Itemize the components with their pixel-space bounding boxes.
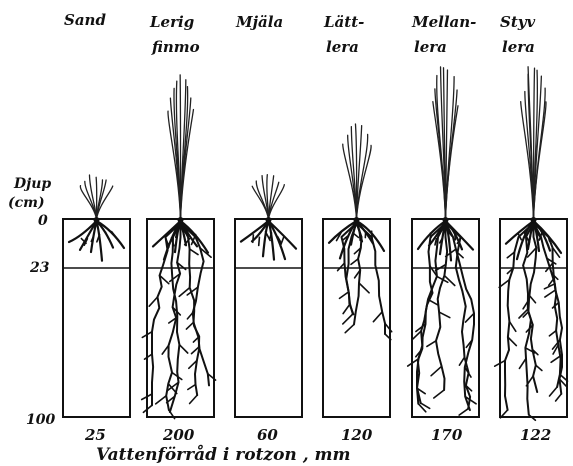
soil-label-mellan-lera: lera [414,38,447,56]
root-branch [519,359,526,369]
depth-tick-23: 23 [29,260,50,276]
water-value-lerig-finmo: 200 [162,426,195,444]
root-branch [459,357,464,365]
root-branch [343,304,350,314]
water-value-mellan-lera: 170 [431,426,463,444]
root-branch [536,365,542,370]
water-value-sand: 25 [84,426,106,444]
depth-tick-0: 0 [38,213,48,229]
root-branch [145,354,153,359]
root-branch [428,299,438,304]
root-branch [343,314,353,324]
soil-label-finmo: finmo [151,38,200,56]
root-branch [149,297,157,306]
root-branch [459,409,468,415]
root-branch [545,290,556,297]
root-branch [186,322,193,329]
root-branch [338,263,345,271]
root-branch [427,341,436,347]
depth-axis-title-line2: (cm) [8,195,45,211]
root-branch [509,321,515,331]
root-twig [435,239,436,245]
root-branch [431,366,442,375]
soil-label-latt-lera: lera [326,38,359,56]
root-branch [434,390,444,398]
soil-label-latt: Lätt- [323,13,364,31]
water-value-latt-lera: 120 [341,426,373,444]
soil-column-box [323,219,390,417]
root-branch [179,345,187,353]
root-branch [439,312,450,318]
root-twig [259,237,260,245]
root-branch [188,385,196,390]
root-branch [351,259,358,265]
root-branch [549,331,556,336]
root-branch [190,249,198,255]
root-twig [353,233,358,237]
soil-label-lerig: Lerig [149,13,194,31]
depth-tick-100: 100 [26,412,55,428]
deep-root [528,223,537,392]
soil-label-sand: Sand [64,11,106,29]
soil-column-box [147,219,214,417]
root-branch [466,313,475,322]
root-branch [345,324,354,332]
root-branch [359,283,369,293]
soil-columns [63,67,568,421]
soil-label-styv-lera: lera [502,38,535,56]
soil-label-mellan: Mellan- [411,13,476,31]
root-branch [373,312,382,322]
root-branch [340,292,349,299]
water-value-mjala: 60 [257,426,278,444]
root-branch [156,396,167,404]
root-branch [190,395,198,403]
caption: Vattenförråd i rotzon , mm [96,444,351,465]
soil-column-box [63,219,130,417]
soil-label-mjala: Mjäla [235,13,283,31]
root-branch [556,394,562,401]
soil-label-styv: Styv [500,13,535,31]
soil-column-box [235,219,302,417]
root-branch [550,387,558,396]
deep-root [181,223,200,395]
root-branch [412,331,421,340]
water-value-styv-lera: 122 [520,426,551,444]
depth-axis-title-line1: Djup [13,176,51,192]
plant-stem [89,175,96,219]
